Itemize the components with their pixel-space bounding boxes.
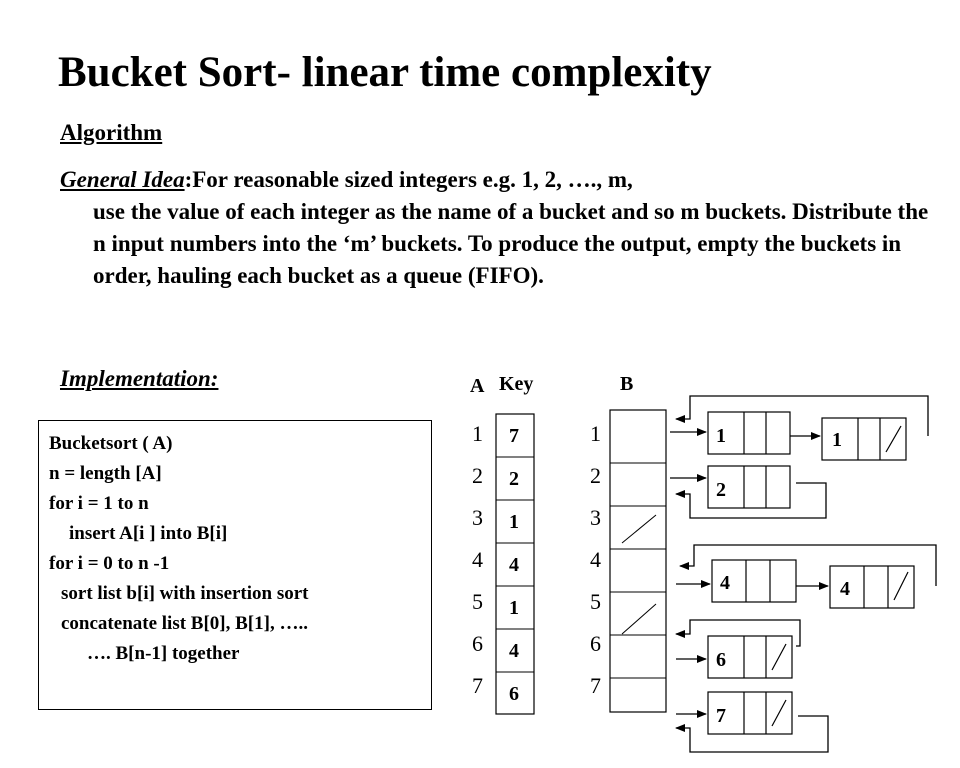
list-node — [829, 565, 915, 609]
bucket-array-box — [609, 409, 667, 713]
arrow — [675, 482, 827, 519]
node-value: 6 — [716, 649, 726, 671]
null-slash — [621, 514, 657, 544]
code-line: …. B[n-1] together — [87, 643, 240, 664]
key-value: 7 — [509, 425, 519, 447]
arrow — [675, 619, 801, 647]
key-value: 6 — [509, 683, 519, 705]
b-index: 4 — [590, 547, 601, 572]
b-index: 7 — [590, 673, 601, 698]
list-node — [707, 465, 791, 509]
a-index-column: 1 2 3 4 5 6 7 — [472, 421, 483, 698]
b-index: 1 — [590, 421, 601, 446]
null-slash — [621, 603, 657, 635]
empty-bucket-slashes — [621, 514, 657, 635]
general-idea-first-text: :For reasonable sized integers e.g. 1, 2… — [184, 167, 633, 192]
node-values: 1 1 2 4 4 6 7 — [716, 425, 850, 727]
general-idea-label: General Idea — [60, 167, 185, 192]
key-value: 4 — [509, 554, 519, 576]
tail-pointers — [675, 395, 937, 753]
a-index: 3 — [472, 505, 483, 530]
key-array-box — [495, 413, 535, 715]
node-value: 1 — [716, 425, 726, 447]
code-line: concatenate list B[0], B[1], ….. — [61, 613, 308, 634]
list-node — [711, 559, 797, 603]
node-value: 4 — [840, 578, 850, 600]
implementation-heading: Implementation: — [60, 366, 219, 391]
arrow — [675, 715, 829, 753]
node-value: 2 — [716, 479, 726, 501]
a-index: 4 — [472, 547, 483, 572]
key-value: 4 — [509, 640, 519, 662]
code-line: n = length [A] — [49, 463, 162, 484]
head-pointers — [670, 428, 711, 718]
slide-title: Bucket Sort- linear time complexity — [58, 49, 712, 96]
key-values: 7 2 1 4 1 4 6 — [509, 425, 519, 705]
null-slash — [893, 571, 909, 601]
node-links — [790, 432, 829, 590]
b-index: 3 — [590, 505, 601, 530]
a-index: 1 — [472, 421, 483, 446]
arrow — [679, 544, 937, 586]
general-idea-paragraph: General Idea:For reasonable sized intege… — [60, 164, 930, 292]
key-array-dividers — [496, 456, 534, 673]
algorithm-heading: Algorithm — [60, 120, 163, 145]
null-slash — [885, 425, 902, 453]
code-line: insert A[i ] into B[i] — [69, 523, 228, 544]
a-index: 5 — [472, 589, 483, 614]
key-value: 2 — [509, 468, 519, 490]
list-node — [821, 417, 907, 461]
null-slash — [771, 643, 787, 671]
list-node — [707, 635, 793, 679]
b-index: 5 — [590, 589, 601, 614]
code-line: sort list b[i] with insertion sort — [61, 583, 309, 604]
node-value: 1 — [832, 429, 842, 451]
array-a-label: A — [470, 375, 485, 397]
bucket-array-dividers — [610, 462, 666, 679]
a-index: 2 — [472, 463, 483, 488]
node-value: 7 — [716, 705, 726, 727]
a-index: 6 — [472, 631, 483, 656]
a-index: 7 — [472, 673, 483, 698]
b-index-column: 1 2 3 4 5 6 7 — [590, 421, 601, 698]
bucket-b-label: B — [620, 373, 633, 395]
b-index: 6 — [590, 631, 601, 656]
general-idea-rest-text: use the value of each integer as the nam… — [93, 199, 929, 288]
b-index: 2 — [590, 463, 601, 488]
key-value: 1 — [509, 511, 519, 533]
null-slash — [771, 699, 787, 727]
list-nodes — [707, 411, 915, 735]
pseudocode-box: Bucketsort ( A) n = length [A] for i = 1… — [38, 420, 432, 710]
list-node — [707, 411, 791, 455]
key-value: 1 — [509, 597, 519, 619]
code-line: Bucketsort ( A) — [49, 433, 173, 454]
node-value: 4 — [720, 572, 730, 594]
list-node — [707, 691, 793, 735]
general-idea-first-line: General Idea:For reasonable sized intege… — [60, 164, 930, 196]
code-line: for i = 1 to n — [49, 493, 149, 514]
key-label: Key — [499, 373, 533, 395]
arrow — [675, 395, 929, 436]
code-line: for i = 0 to n -1 — [49, 553, 170, 574]
